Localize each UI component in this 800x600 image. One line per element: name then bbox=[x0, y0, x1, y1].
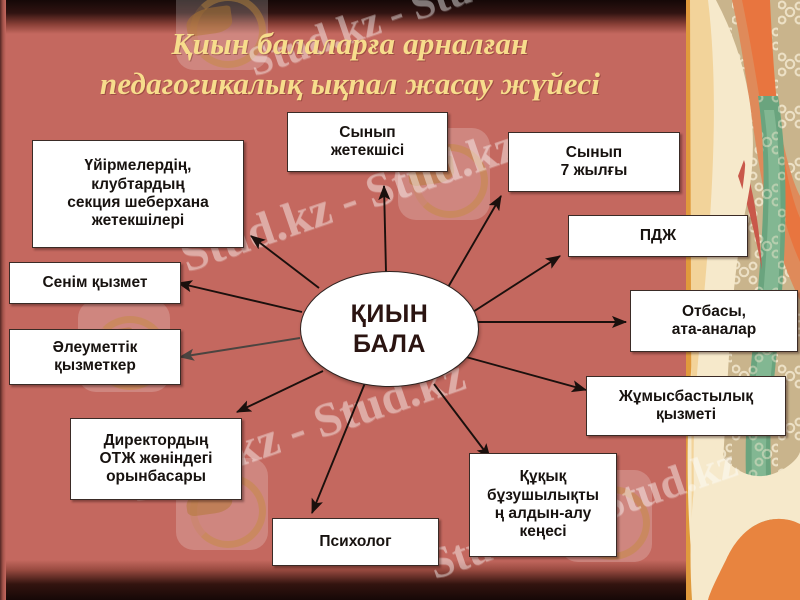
top-shadow-band bbox=[0, 0, 686, 34]
node-offence-prevention[interactable]: Құқық бұзушылықты ң алдын-алу кеңесі bbox=[469, 453, 617, 557]
bottom-shadow-band bbox=[0, 560, 686, 600]
connector-arrows bbox=[176, 184, 628, 515]
node-label: Директордың ОТЖ жөніндегі орынбасары bbox=[99, 431, 213, 486]
page-title: Қиын балаларға арналған педагогикалық ық… bbox=[40, 24, 660, 103]
node-label: Жұмысбастылық қызметі bbox=[618, 387, 754, 423]
center-node[interactable]: ҚИЫН БАЛА bbox=[300, 271, 479, 387]
node-social-worker[interactable]: Әлеуметтік қызметкер bbox=[9, 329, 181, 385]
title-line-1: Қиын балаларға арналған bbox=[171, 26, 529, 61]
node-label: Психолог bbox=[319, 532, 392, 550]
node-employment-service[interactable]: Жұмысбастылық қызметі bbox=[586, 376, 786, 436]
node-label: Сынып жетекшісі bbox=[330, 123, 405, 159]
node-family-parents[interactable]: Отбасы, ата-аналар bbox=[630, 290, 798, 352]
node-class-7-year[interactable]: Сынып 7 жылғы bbox=[508, 132, 680, 192]
left-shadow-band bbox=[0, 0, 6, 600]
node-trust-service[interactable]: Сенім қызмет bbox=[9, 262, 181, 304]
node-label: Үйірмелердің, клубтардың секция шеберхан… bbox=[67, 157, 209, 230]
center-line-2: БАЛА bbox=[353, 330, 426, 358]
node-deputy-director[interactable]: Директордың ОТЖ жөніндегі орынбасары bbox=[70, 418, 242, 500]
center-node-text: ҚИЫН БАЛА bbox=[351, 299, 429, 359]
node-label: Сынып 7 жылғы bbox=[560, 143, 628, 179]
title-line-2: педагогикалық ықпал жасау жүйесі bbox=[99, 65, 601, 101]
node-class-leader[interactable]: Сынып жетекшісі bbox=[287, 112, 448, 172]
node-club-leaders[interactable]: Үйірмелердің, клубтардың секция шеберхан… bbox=[32, 140, 244, 248]
node-label: Сенім қызмет bbox=[42, 273, 148, 291]
node-psychologist[interactable]: Психолог bbox=[272, 518, 439, 566]
node-label: Құқық бұзушылықты ң алдын-алу кеңесі bbox=[487, 468, 599, 541]
center-line-1: ҚИЫН bbox=[350, 300, 429, 328]
node-label: Отбасы, ата-аналар bbox=[671, 302, 757, 338]
node-label: ПДЖ bbox=[639, 226, 677, 244]
node-label: Әлеуметтік қызметкер bbox=[52, 338, 138, 374]
node-pdzh[interactable]: ПДЖ bbox=[568, 215, 748, 257]
